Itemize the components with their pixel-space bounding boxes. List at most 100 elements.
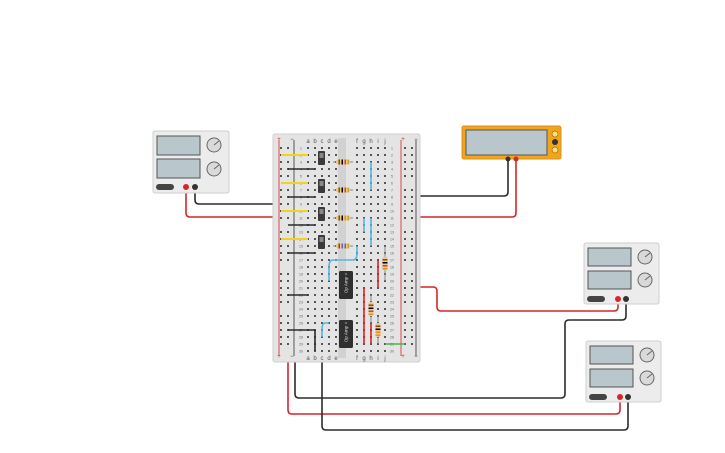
breadboard-hole[interactable] bbox=[328, 189, 330, 191]
breadboard-hole[interactable] bbox=[307, 203, 309, 205]
switch-slider[interactable] bbox=[319, 153, 324, 158]
breadboard-hole[interactable] bbox=[335, 238, 337, 240]
rail-hole[interactable] bbox=[280, 329, 282, 331]
breadboard-hole[interactable] bbox=[384, 350, 386, 352]
breadboard-hole[interactable] bbox=[328, 259, 330, 261]
breadboard-hole[interactable] bbox=[307, 161, 309, 163]
breadboard-hole[interactable] bbox=[314, 266, 316, 268]
rail-hole[interactable] bbox=[287, 189, 289, 191]
breadboard-hole[interactable] bbox=[356, 175, 358, 177]
breadboard-hole[interactable] bbox=[335, 322, 337, 324]
breadboard-hole[interactable] bbox=[314, 161, 316, 163]
breadboard-hole[interactable] bbox=[384, 315, 386, 317]
rail-hole[interactable] bbox=[404, 322, 406, 324]
breadboard-hole[interactable] bbox=[377, 147, 379, 149]
breadboard-hole[interactable] bbox=[321, 252, 323, 254]
breadboard-hole[interactable] bbox=[321, 301, 323, 303]
breadboard-hole[interactable] bbox=[363, 175, 365, 177]
breadboard-hole[interactable] bbox=[335, 231, 337, 233]
breadboard-hole[interactable] bbox=[384, 294, 386, 296]
rail-hole[interactable] bbox=[411, 280, 413, 282]
breadboard-hole[interactable] bbox=[363, 182, 365, 184]
breadboard-hole[interactable] bbox=[335, 280, 337, 282]
breadboard-hole[interactable] bbox=[356, 161, 358, 163]
breadboard-hole[interactable] bbox=[370, 259, 372, 261]
breadboard-hole[interactable] bbox=[377, 231, 379, 233]
breadboard-hole[interactable] bbox=[370, 273, 372, 275]
breadboard-hole[interactable] bbox=[321, 147, 323, 149]
rail-hole[interactable] bbox=[404, 315, 406, 317]
breadboard-hole[interactable] bbox=[321, 231, 323, 233]
rail-hole[interactable] bbox=[411, 203, 413, 205]
breadboard-hole[interactable] bbox=[328, 336, 330, 338]
breadboard-hole[interactable] bbox=[377, 196, 379, 198]
breadboard-hole[interactable] bbox=[370, 196, 372, 198]
breadboard-hole[interactable] bbox=[328, 287, 330, 289]
breadboard-hole[interactable] bbox=[314, 280, 316, 282]
breadboard-hole[interactable] bbox=[384, 336, 386, 338]
breadboard-hole[interactable] bbox=[356, 196, 358, 198]
breadboard-hole[interactable] bbox=[314, 175, 316, 177]
breadboard-hole[interactable] bbox=[377, 217, 379, 219]
rail-hole[interactable] bbox=[287, 245, 289, 247]
rail-hole[interactable] bbox=[280, 189, 282, 191]
rail-hole[interactable] bbox=[280, 231, 282, 233]
rail-hole[interactable] bbox=[280, 161, 282, 163]
breadboard-hole[interactable] bbox=[370, 154, 372, 156]
rail-hole[interactable] bbox=[411, 294, 413, 296]
breadboard-hole[interactable] bbox=[370, 280, 372, 282]
breadboard-hole[interactable] bbox=[335, 343, 337, 345]
switch-slider[interactable] bbox=[319, 237, 324, 242]
breadboard-hole[interactable] bbox=[321, 266, 323, 268]
breadboard-hole[interactable] bbox=[328, 175, 330, 177]
rail-hole[interactable] bbox=[404, 231, 406, 233]
breadboard-hole[interactable] bbox=[307, 280, 309, 282]
rail-hole[interactable] bbox=[411, 231, 413, 233]
rail-hole[interactable] bbox=[411, 322, 413, 324]
breadboard-hole[interactable] bbox=[307, 175, 309, 177]
power-supply-2[interactable] bbox=[583, 242, 660, 305]
breadboard-hole[interactable] bbox=[377, 154, 379, 156]
rail-hole[interactable] bbox=[280, 322, 282, 324]
breadboard-hole[interactable] bbox=[377, 175, 379, 177]
breadboard-hole[interactable] bbox=[377, 189, 379, 191]
breadboard-hole[interactable] bbox=[335, 308, 337, 310]
rail-hole[interactable] bbox=[287, 343, 289, 345]
rail-hole[interactable] bbox=[411, 168, 413, 170]
rail-hole[interactable] bbox=[411, 252, 413, 254]
rail-hole[interactable] bbox=[411, 329, 413, 331]
op-amp-icon[interactable] bbox=[339, 320, 353, 348]
breadboard-hole[interactable] bbox=[363, 189, 365, 191]
breadboard-hole[interactable] bbox=[328, 301, 330, 303]
breadboard-hole[interactable] bbox=[384, 224, 386, 226]
breadboard-hole[interactable] bbox=[377, 350, 379, 352]
breadboard-hole[interactable] bbox=[384, 182, 386, 184]
breadboard-hole[interactable] bbox=[314, 147, 316, 149]
breadboard-hole[interactable] bbox=[356, 259, 358, 261]
breadboard-hole[interactable] bbox=[335, 287, 337, 289]
breadboard-hole[interactable] bbox=[363, 252, 365, 254]
terminal-positive[interactable] bbox=[617, 394, 623, 400]
rail-hole[interactable] bbox=[287, 287, 289, 289]
terminal-positive[interactable] bbox=[615, 296, 621, 302]
breadboard-hole[interactable] bbox=[363, 266, 365, 268]
rail-hole[interactable] bbox=[287, 301, 289, 303]
breadboard-hole[interactable] bbox=[328, 147, 330, 149]
rail-hole[interactable] bbox=[411, 175, 413, 177]
breadboard-hole[interactable] bbox=[356, 238, 358, 240]
breadboard-hole[interactable] bbox=[384, 329, 386, 331]
breadboard-hole[interactable] bbox=[384, 238, 386, 240]
breadboard-hole[interactable] bbox=[370, 287, 372, 289]
breadboard-hole[interactable] bbox=[321, 322, 323, 324]
breadboard-hole[interactable] bbox=[314, 287, 316, 289]
breadboard-hole[interactable] bbox=[321, 168, 323, 170]
breadboard-hole[interactable] bbox=[370, 147, 372, 149]
rail-hole[interactable] bbox=[411, 287, 413, 289]
breadboard-hole[interactable] bbox=[307, 217, 309, 219]
breadboard-hole[interactable] bbox=[321, 294, 323, 296]
breadboard-hole[interactable] bbox=[377, 168, 379, 170]
breadboard-hole[interactable] bbox=[328, 350, 330, 352]
rail-hole[interactable] bbox=[287, 336, 289, 338]
breadboard-hole[interactable] bbox=[384, 189, 386, 191]
breadboard-hole[interactable] bbox=[314, 308, 316, 310]
